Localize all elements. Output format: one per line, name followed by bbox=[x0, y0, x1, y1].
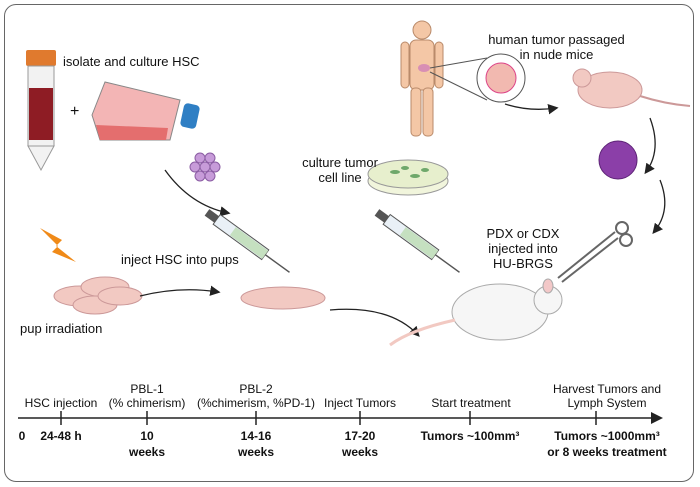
arrow-cells-to-syringe bbox=[164, 169, 231, 217]
label-line: Harvest Tumors and bbox=[552, 382, 662, 396]
label-line: 24-48 h bbox=[40, 429, 82, 443]
timeline-duration-label: Tumors ~1000mm³ or 8 weeks treatment bbox=[534, 428, 680, 460]
label-line: weeks bbox=[128, 445, 166, 459]
label-line: weeks bbox=[341, 445, 379, 459]
timeline-event-label: PBL-2 (%chimerism, %PD-1) bbox=[186, 382, 326, 410]
humanized-mouse-icon bbox=[389, 278, 563, 347]
label-line: PBL-1 bbox=[130, 382, 164, 396]
label-culture-line: culture tumor cell line bbox=[292, 155, 388, 185]
timeline-event-label: PBL-1 (% chimerism) bbox=[97, 382, 197, 410]
radiation-bolt-icon bbox=[40, 228, 76, 262]
timeline-duration-label: 14-16 weeks bbox=[226, 428, 286, 460]
timeline-duration-label: 24-48 h bbox=[28, 428, 94, 444]
timeline-duration-label: Tumors ~100mm³ bbox=[414, 428, 526, 444]
label-line: Start treatment bbox=[431, 396, 511, 410]
injected-pup-icon bbox=[240, 286, 326, 310]
mouse-pups-icon bbox=[53, 276, 143, 315]
timeline-duration-label: 17-20 weeks bbox=[330, 428, 390, 460]
petri-dish-icon bbox=[367, 159, 449, 196]
label-line: culture tumor bbox=[302, 155, 378, 170]
arrow-pups-to-injection bbox=[139, 285, 221, 297]
zoom-line bbox=[429, 57, 488, 69]
surgical-clamp-icon bbox=[557, 221, 633, 283]
label-line: PDX or CDX bbox=[486, 226, 560, 241]
label-line: Inject Tumors bbox=[323, 396, 397, 410]
label-line: HU-BRGS bbox=[493, 256, 553, 271]
label-line: Tumors ~1000mm³ bbox=[554, 429, 660, 443]
label-line: in nude mice bbox=[519, 47, 594, 62]
arrow-mouse-to-tumor bbox=[644, 117, 656, 175]
label-line: cell line bbox=[318, 170, 362, 185]
label-line: (%chimerism, %PD-1) bbox=[196, 396, 315, 410]
label-line: injected into bbox=[488, 241, 558, 256]
arrow-pup-to-mouse bbox=[329, 308, 420, 337]
label-line: HSC injection bbox=[24, 396, 98, 410]
label-tumor-passaged: human tumor passaged in nude mice bbox=[479, 32, 634, 62]
syringe-icon bbox=[374, 209, 460, 273]
timeline-event-label: Start treatment bbox=[418, 396, 524, 410]
label-line: Tumors ~100mm³ bbox=[420, 429, 520, 443]
label-line: PBL-2 bbox=[239, 382, 273, 396]
label-line: 14-16 bbox=[240, 429, 272, 443]
label-pdx-cdx: PDX or CDX injected into HU-BRGS bbox=[468, 226, 578, 271]
timeline-event-label: Harvest Tumors and Lymph System bbox=[542, 382, 672, 410]
timeline-zero: 0 bbox=[18, 429, 26, 443]
arrow-to-harvest bbox=[652, 179, 666, 235]
hsc-cells-icon bbox=[189, 152, 221, 182]
label-line: 17-20 bbox=[344, 429, 376, 443]
zoom-line bbox=[429, 71, 488, 101]
timeline-event-label: Inject Tumors bbox=[312, 396, 408, 410]
plus-sign: + bbox=[70, 103, 80, 120]
nude-mouse-icon bbox=[572, 68, 691, 109]
tumor-site-icon bbox=[418, 64, 430, 72]
label-line: weeks bbox=[237, 445, 275, 459]
label-line: 10 bbox=[140, 429, 154, 443]
timeline-ticks bbox=[60, 411, 597, 425]
label-isolate-culture: isolate and culture HSC bbox=[63, 54, 200, 69]
centrifuge-tube-icon bbox=[26, 50, 56, 172]
label-line: Lymph System bbox=[567, 396, 647, 410]
label-inject-hsc: inject HSC into pups bbox=[121, 252, 239, 267]
tumor-tissue-icon bbox=[485, 62, 517, 94]
culture-flask-icon bbox=[91, 81, 200, 141]
label-line: human tumor passaged bbox=[488, 32, 625, 47]
human-patient-icon bbox=[400, 20, 444, 137]
syringe-icon bbox=[204, 209, 290, 273]
label-pup-irradiation: pup irradiation bbox=[20, 321, 103, 336]
label-line: or 8 weeks treatment bbox=[547, 445, 667, 459]
label-line: (% chimerism) bbox=[108, 396, 186, 410]
harvested-tumor-icon bbox=[598, 140, 638, 180]
timeline-duration-label: 10 weeks bbox=[117, 428, 177, 460]
arrow-tumor-to-nude-mouse bbox=[504, 103, 559, 115]
timeline-event-label: HSC injection bbox=[16, 396, 106, 410]
